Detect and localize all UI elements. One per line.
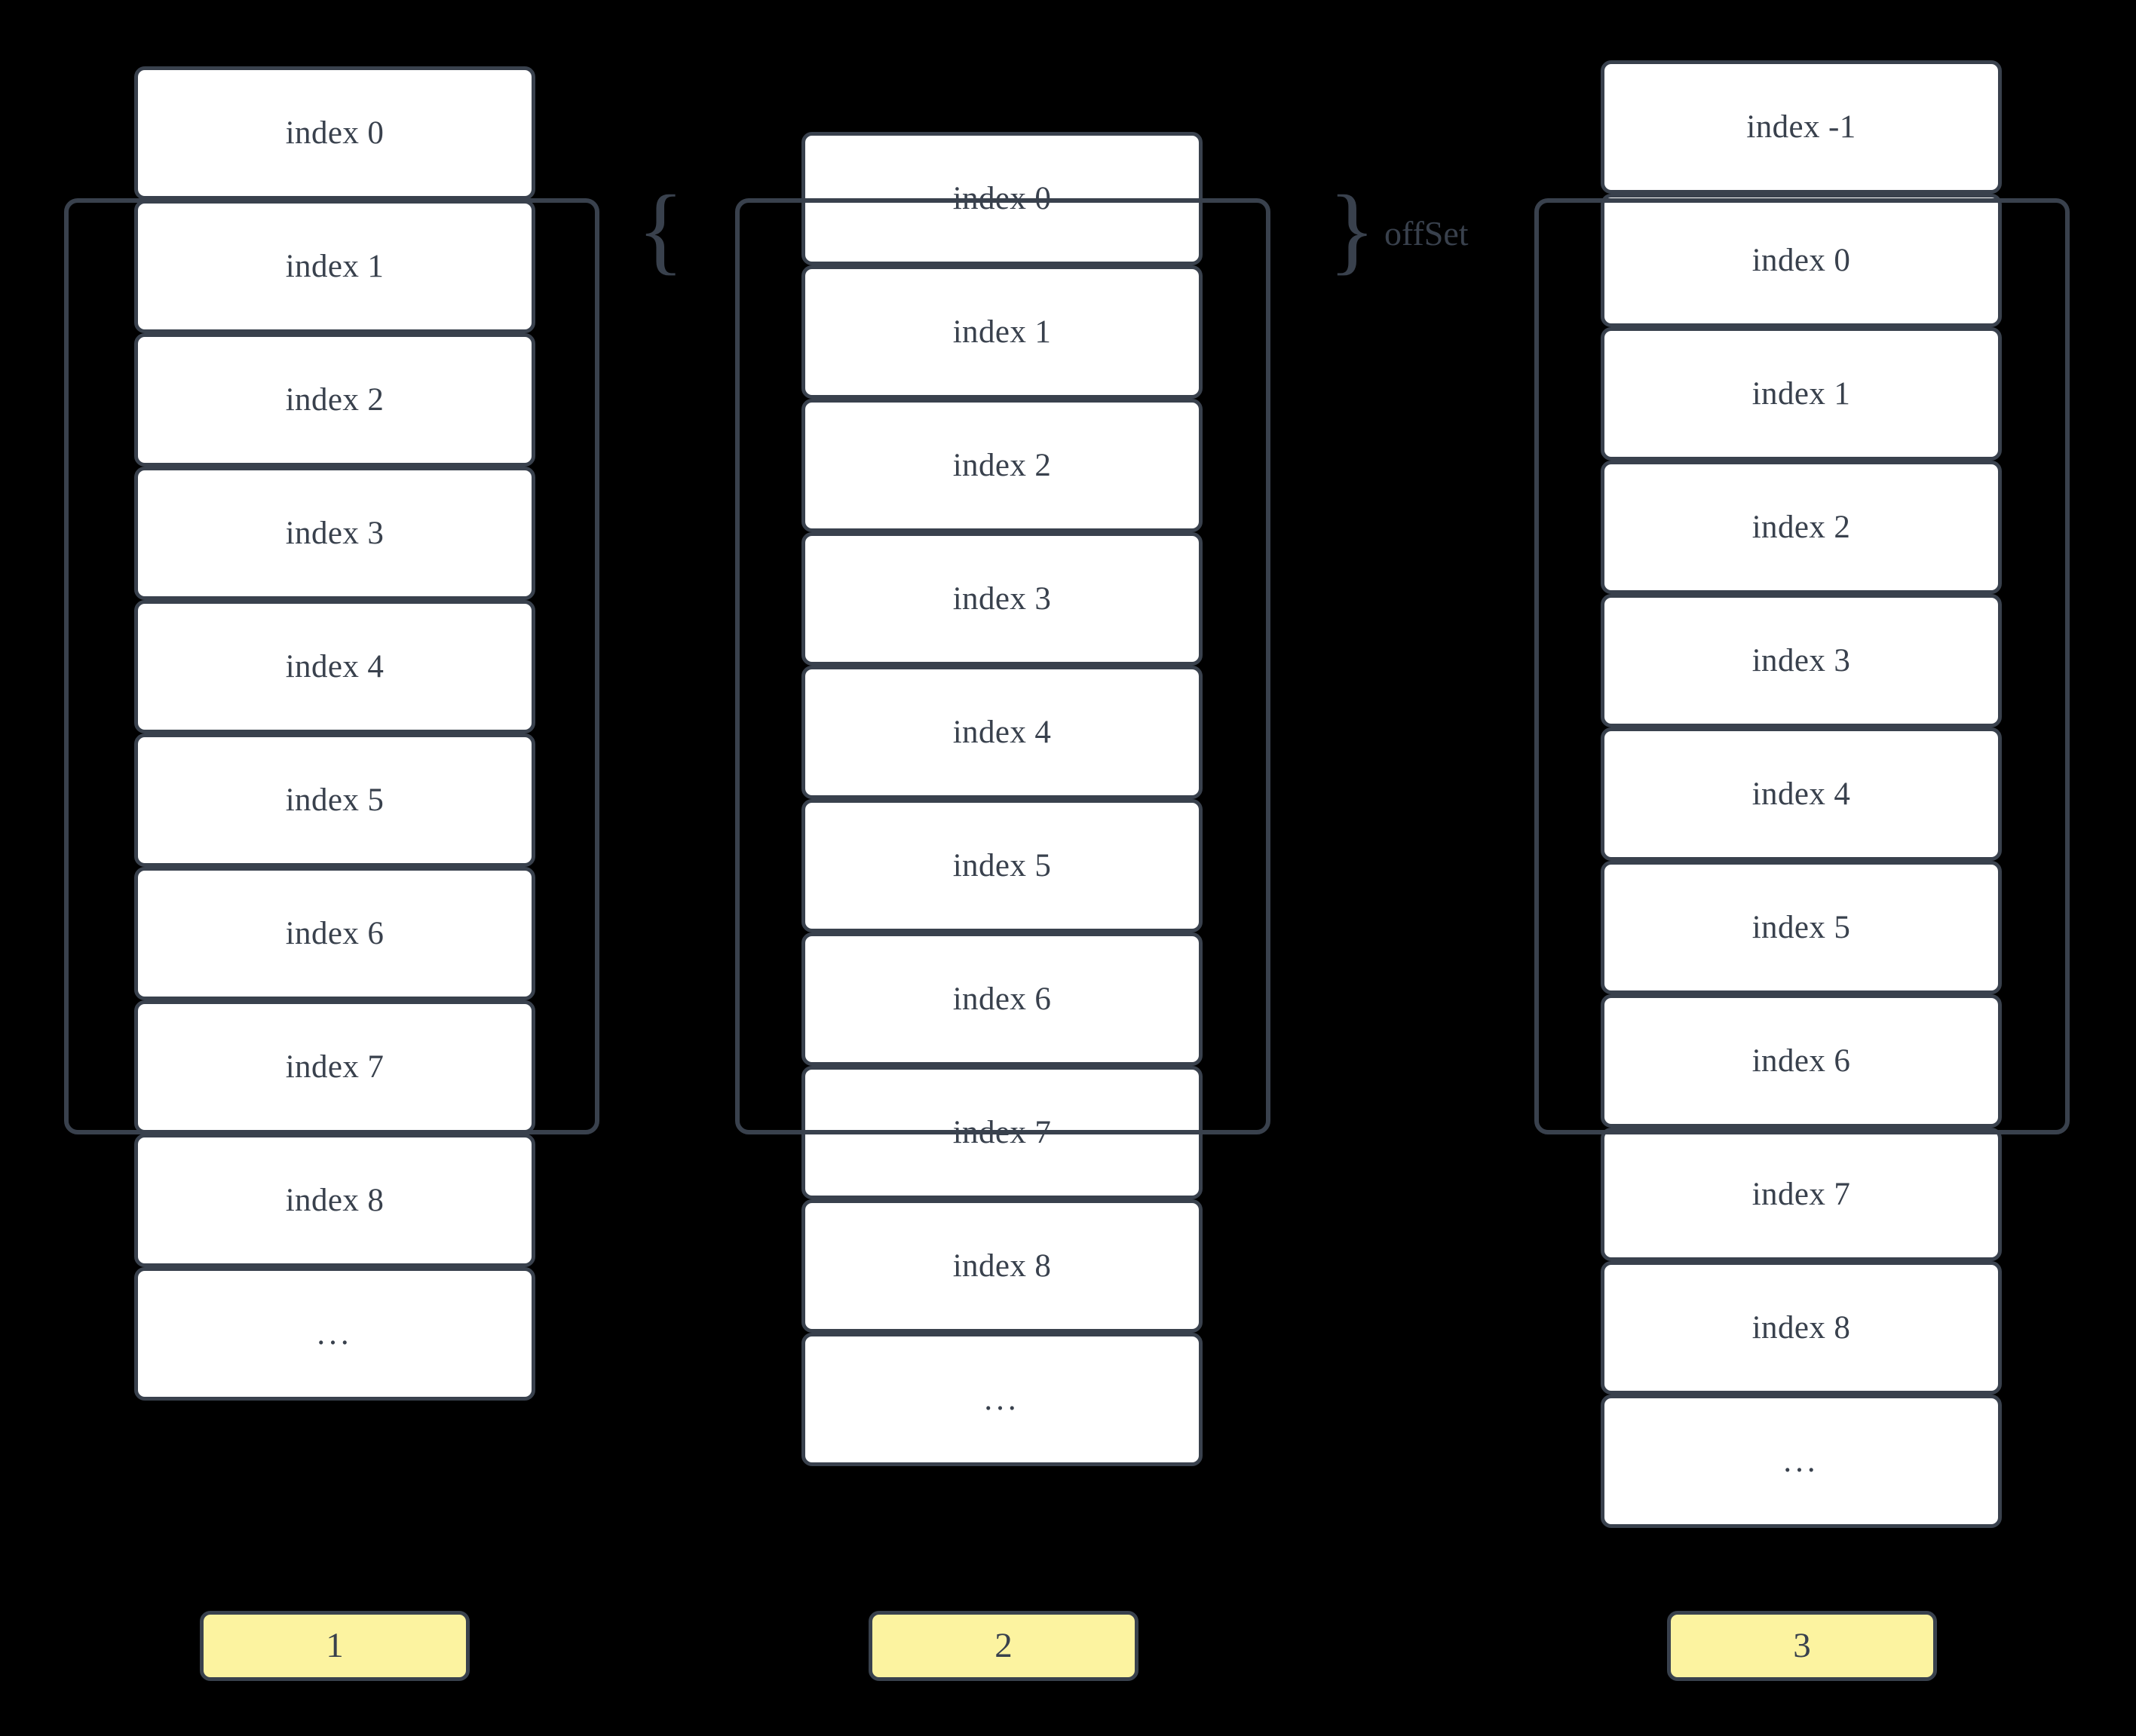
cell-c3-10[interactable]: ...	[1601, 1395, 2002, 1528]
cell-c1-7[interactable]: index 7	[134, 1000, 535, 1134]
badge-column-1[interactable]: 1	[200, 1611, 470, 1681]
cell-c2-8[interactable]: index 8	[801, 1199, 1203, 1333]
cell-c2-4[interactable]: index 4	[801, 666, 1203, 799]
cell-c1-6[interactable]: index 6	[134, 867, 535, 1000]
brace-right-icon: }	[1328, 176, 1376, 284]
cell-c2-2[interactable]: index 2	[801, 399, 1203, 532]
cell-c3-2[interactable]: index 1	[1601, 327, 2002, 461]
cell-c2-0[interactable]: index 0	[801, 132, 1203, 265]
cell-c1-8[interactable]: index 8	[134, 1134, 535, 1267]
cell-c3-7[interactable]: index 6	[1601, 994, 2002, 1128]
cell-c2-9[interactable]: ...	[801, 1333, 1203, 1466]
cell-c2-5[interactable]: index 5	[801, 799, 1203, 932]
cell-c1-5[interactable]: index 5	[134, 733, 535, 867]
badge-column-2[interactable]: 2	[869, 1611, 1138, 1681]
cell-c3-0[interactable]: index -1	[1601, 60, 2002, 194]
brace-left-icon: {	[637, 176, 685, 284]
cell-c3-3[interactable]: index 2	[1601, 461, 2002, 594]
cell-c3-4[interactable]: index 3	[1601, 594, 2002, 727]
cell-c2-7[interactable]: index 7	[801, 1066, 1203, 1199]
cell-c3-8[interactable]: index 7	[1601, 1128, 2002, 1261]
cell-c2-6[interactable]: index 6	[801, 932, 1203, 1066]
cell-c1-1[interactable]: index 1	[134, 200, 535, 333]
cell-c2-3[interactable]: index 3	[801, 532, 1203, 666]
offset-label: offSet	[1384, 214, 1469, 253]
cell-c3-9[interactable]: index 8	[1601, 1261, 2002, 1395]
cell-c1-3[interactable]: index 3	[134, 467, 535, 600]
cell-c2-1[interactable]: index 1	[801, 265, 1203, 399]
cell-c1-9[interactable]: ...	[134, 1267, 535, 1401]
cell-c1-0[interactable]: index 0	[134, 66, 535, 200]
cell-c3-5[interactable]: index 4	[1601, 727, 2002, 861]
badge-column-3[interactable]: 3	[1667, 1611, 1937, 1681]
cell-c3-6[interactable]: index 5	[1601, 861, 2002, 994]
cell-c1-2[interactable]: index 2	[134, 333, 535, 467]
cell-c1-4[interactable]: index 4	[134, 600, 535, 733]
cell-c3-1[interactable]: index 0	[1601, 194, 2002, 327]
